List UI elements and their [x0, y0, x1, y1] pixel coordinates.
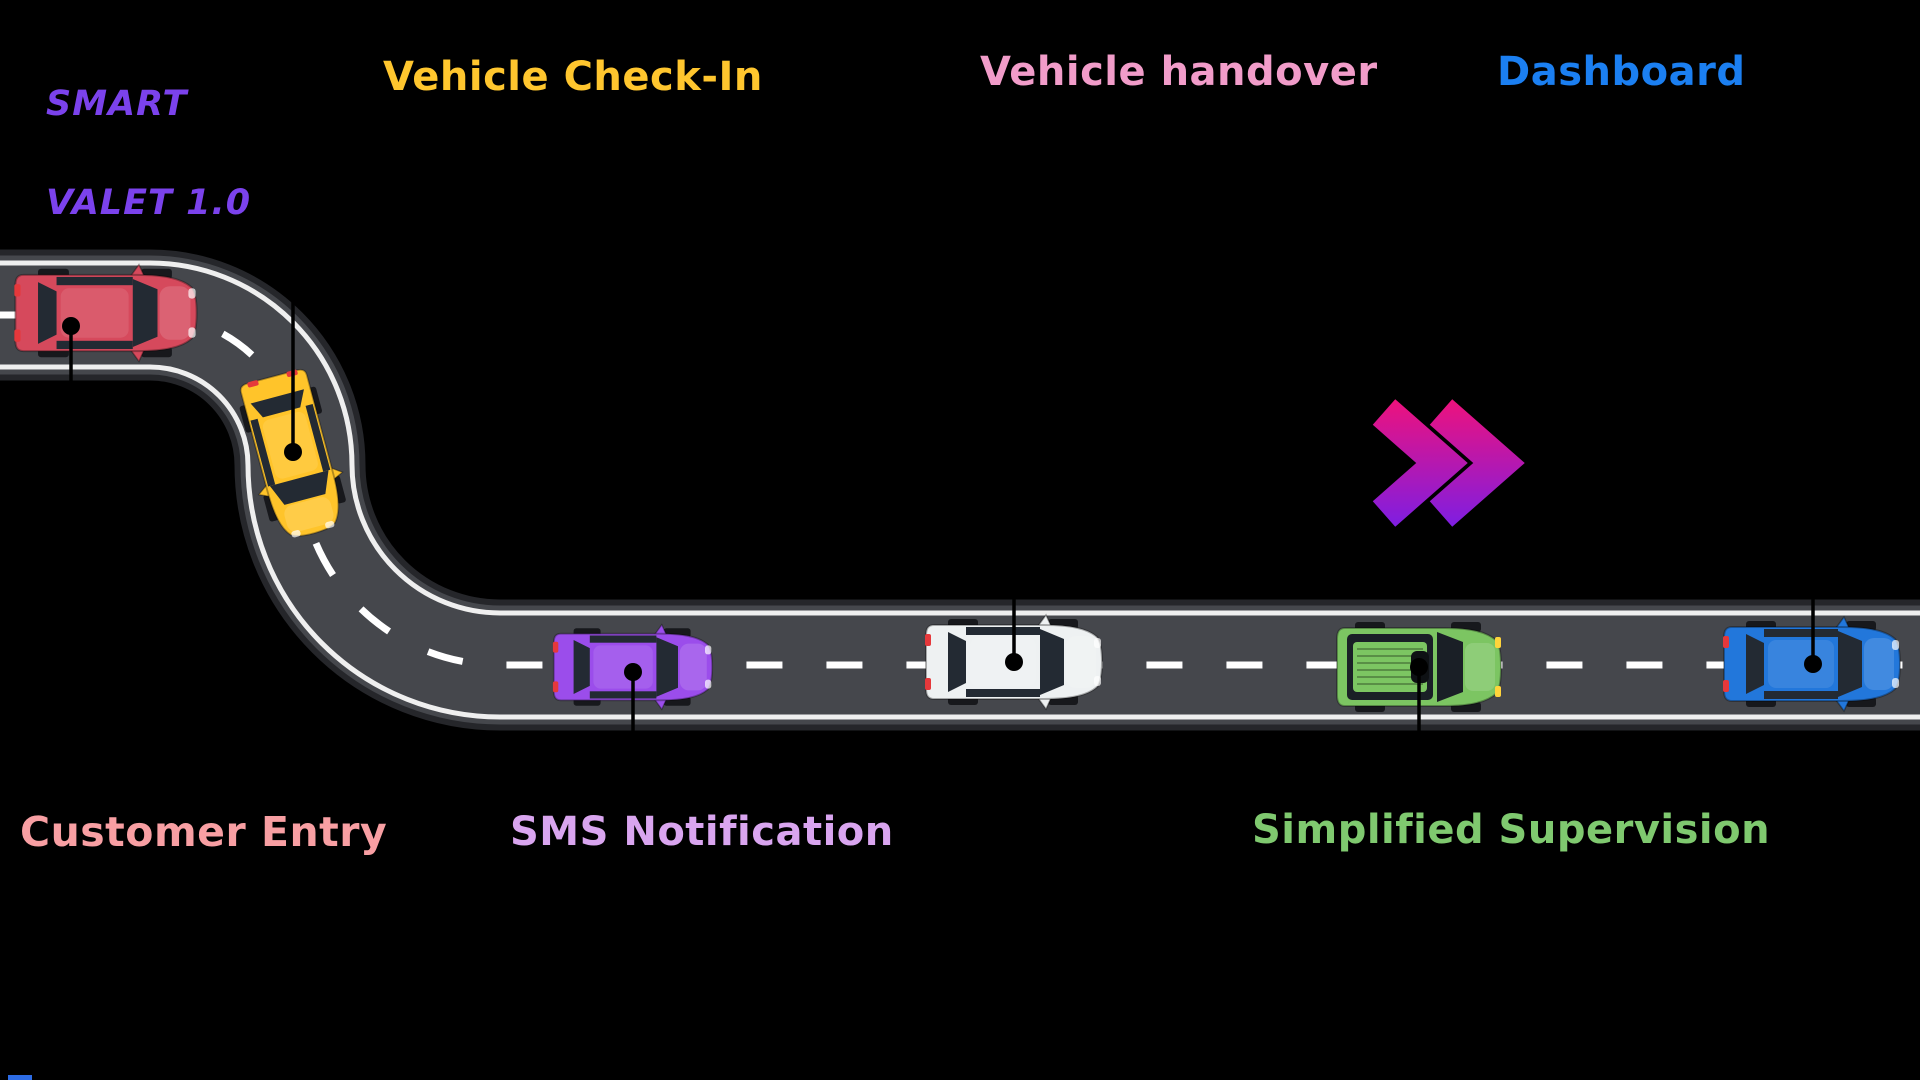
leader-dot [1005, 653, 1023, 671]
label-simplified-supervision: Simplified Supervision [1252, 807, 1771, 853]
label-customer-entry: Customer Entry [20, 808, 388, 856]
pointers [69, 100, 1815, 804]
label-vehicle-handover: Vehicle handover [980, 49, 1378, 95]
leader-dot [624, 663, 642, 681]
chevron-right-icon [1429, 399, 1525, 527]
leader-dot [1410, 658, 1428, 676]
pointer-dots [62, 317, 1822, 681]
logo-line2: VALET 1.0 [46, 183, 252, 224]
label-sms-notification: SMS Notification [510, 809, 894, 855]
leader-dot [284, 443, 302, 461]
corner-strip [8, 1075, 32, 1080]
double-chevron-right-icon [1372, 399, 1525, 527]
logo-line1: SMART [46, 83, 188, 124]
red-sedan-car [13, 263, 198, 363]
chevron-right-icon [1372, 399, 1468, 527]
app-logo: SMART VALET 1.0 [46, 30, 251, 229]
label-vehicle-check-in: Vehicle Check-In [383, 54, 763, 100]
label-dashboard: Dashboard [1497, 49, 1746, 95]
leader-dot [1804, 655, 1822, 673]
leader-dot [62, 317, 80, 335]
